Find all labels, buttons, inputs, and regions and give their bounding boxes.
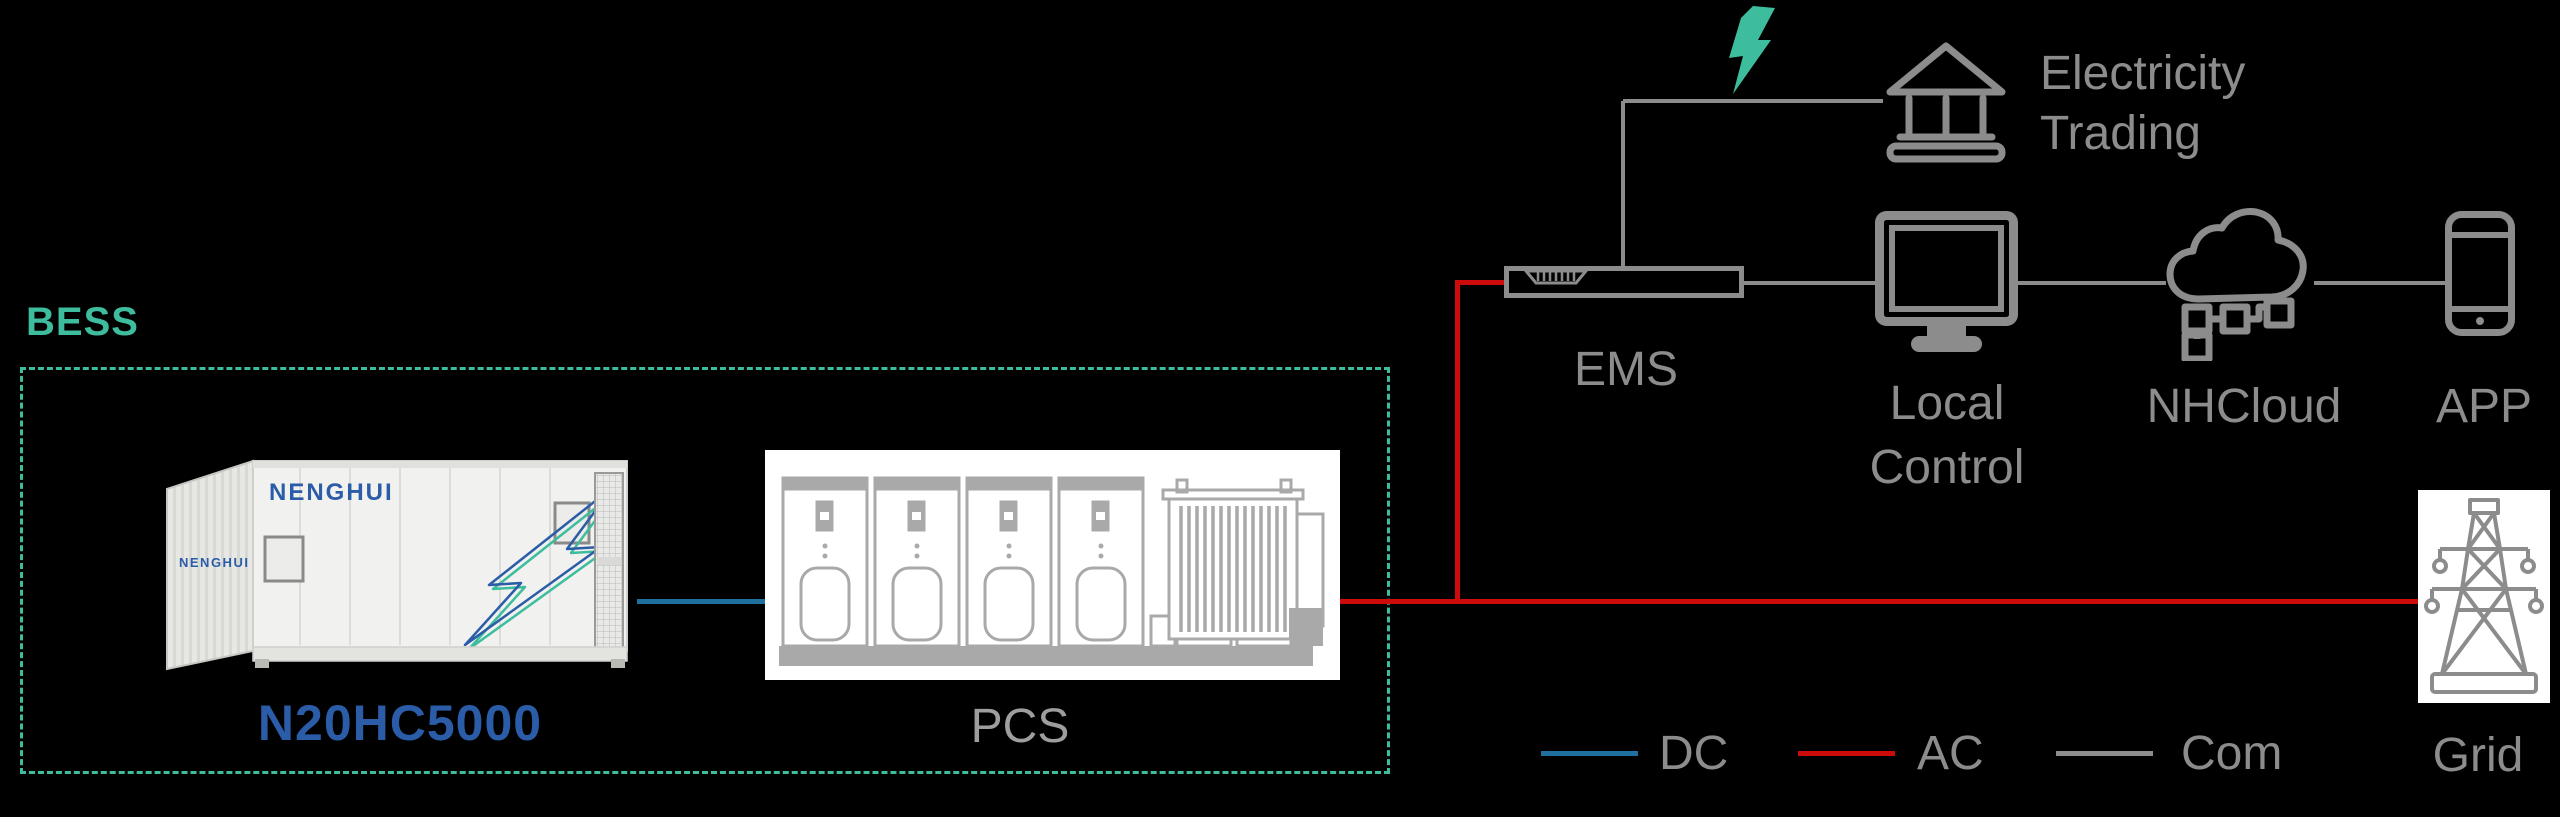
- container-end-brand: NENGHUI: [179, 555, 249, 570]
- ems-label: EMS: [1573, 343, 1678, 396]
- bank-icon: [1886, 42, 2006, 163]
- bess-container-image: NENGHUI NENGHUI: [166, 459, 628, 671]
- legend-com-swatch: [2056, 751, 2153, 756]
- container-side-panel: [252, 460, 628, 652]
- ems-ac-stub-line: [1455, 280, 1505, 285]
- local-control-line2: Control: [1869, 441, 2025, 494]
- ems-ac-drop-line: [1455, 280, 1460, 604]
- ems-device-icon: [1504, 266, 1744, 298]
- container-roof-edge: [253, 461, 627, 468]
- container-bottom-rail: [252, 646, 628, 662]
- monitor-icon: [1875, 211, 2018, 352]
- pcs-label: PCS: [970, 700, 1070, 753]
- container-window-left: [263, 535, 305, 583]
- electricity-trading-line2: Trading: [2040, 107, 2201, 160]
- pcs-transformer: [1149, 478, 1325, 648]
- container-model-label: N20HC5000: [257, 695, 543, 751]
- legend-com-label: Com: [2181, 727, 2283, 780]
- local-control-label: Local Control: [1847, 372, 2047, 500]
- ems-localcontrol-com-line: [1744, 281, 1875, 285]
- grid-tower-icon: [2418, 490, 2550, 703]
- localcontrol-nhcloud-com-line: [2018, 281, 2166, 285]
- bess-dashed-box: [20, 367, 1390, 774]
- legend-dc-label: DC: [1659, 727, 1729, 780]
- trading-com-line: [1623, 99, 1883, 103]
- pcs-image: [765, 450, 1340, 680]
- electricity-trading-line1: Electricity: [2040, 47, 2246, 100]
- electricity-trading-label: Electricity Trading: [2040, 44, 2245, 164]
- legend-dc-swatch: [1541, 751, 1638, 756]
- pcs-base: [779, 646, 1313, 666]
- legend-ac-swatch: [1798, 751, 1895, 756]
- app-label: APP: [2435, 380, 2533, 433]
- dc-link-line: [637, 599, 765, 604]
- container-foot-left: [255, 659, 269, 668]
- pcs-cabinets: [781, 476, 1145, 648]
- legend-ac-label: AC: [1917, 727, 1984, 780]
- local-control-line1: Local: [1889, 377, 2005, 430]
- nhcloud-label: NHCloud: [2146, 380, 2342, 433]
- bess-region-label: BESS: [26, 300, 139, 344]
- container-foot-right: [611, 659, 625, 668]
- cloud-icon: [2166, 208, 2307, 361]
- lightning-icon: [1729, 6, 1775, 94]
- container-grille-divider: [597, 557, 621, 565]
- phone-icon: [2445, 211, 2515, 336]
- ac-bus-line: [1340, 599, 2418, 604]
- grid-label: Grid: [2432, 729, 2524, 782]
- container-side-brand: NENGHUI: [269, 479, 394, 506]
- ems-uplink-line: [1621, 101, 1625, 267]
- nhcloud-app-com-line: [2314, 281, 2446, 285]
